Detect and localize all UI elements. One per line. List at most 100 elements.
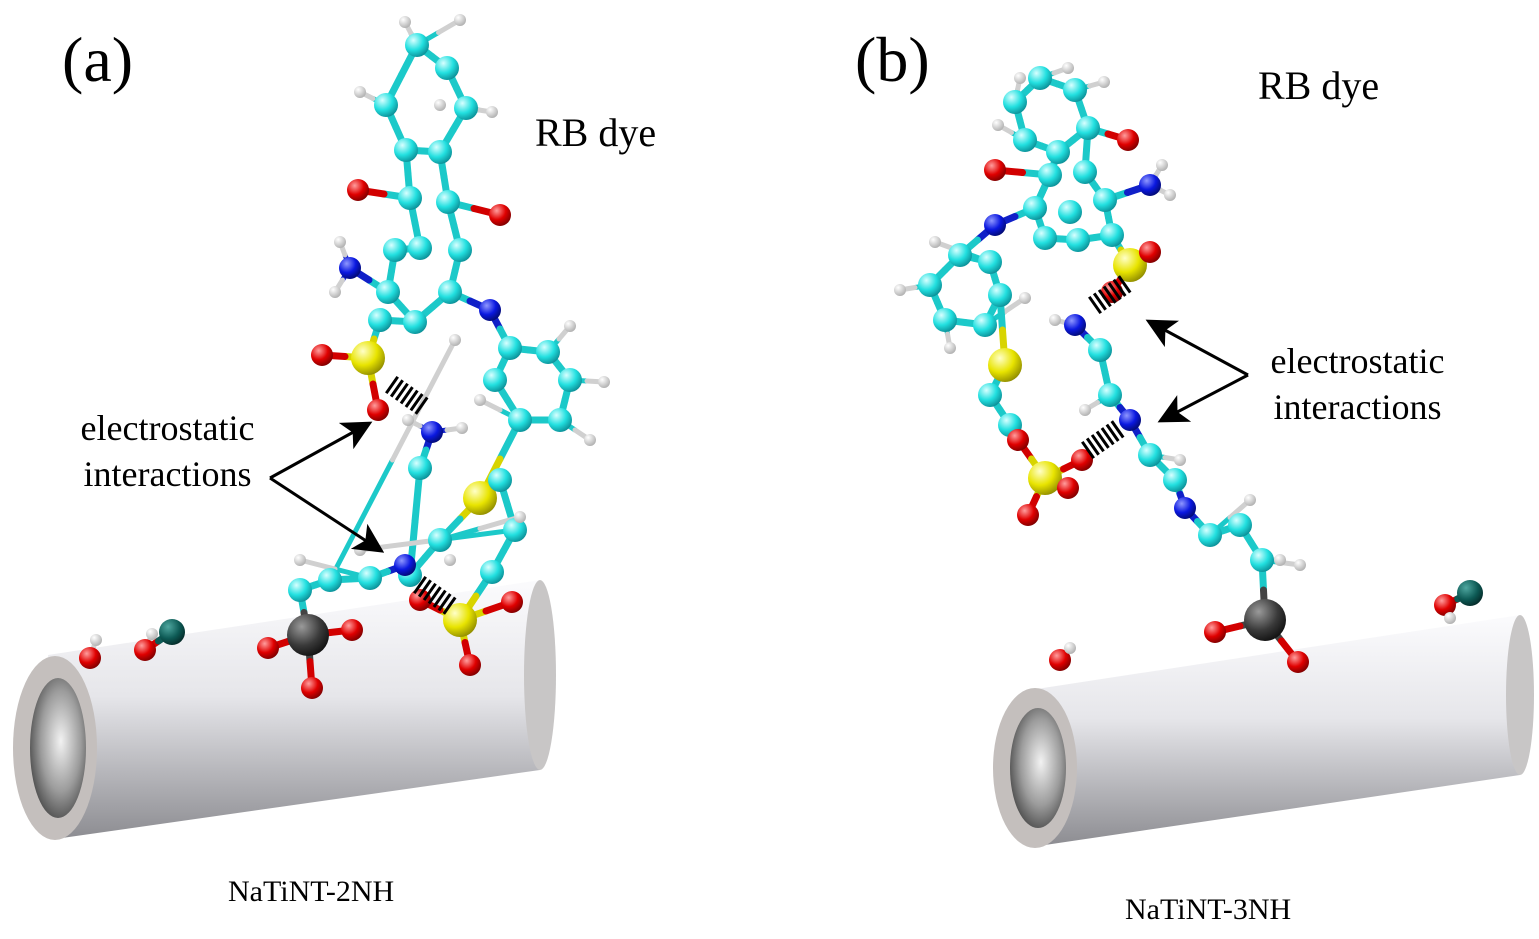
sulfur-atom [1028, 461, 1062, 495]
sulfur-atom [463, 481, 497, 515]
carbon-atom [376, 280, 400, 304]
carbon-atom [1003, 90, 1027, 114]
panel-b-nanotube [993, 615, 1534, 848]
hydrogen-atom [486, 106, 498, 118]
nitrogen-atom [394, 554, 416, 576]
carbon-atom [536, 340, 560, 364]
oxygen-atom [1204, 621, 1226, 643]
hatched-dashes-icon [422, 582, 437, 601]
hydrogen-atom [449, 334, 461, 346]
hatched-dashes-icon [417, 579, 432, 598]
carbon-atom [318, 568, 342, 592]
oxygen-atom [341, 619, 363, 641]
carbon-atom [988, 283, 1012, 307]
carbon-atom [408, 456, 432, 480]
silicon-atom [1244, 599, 1286, 641]
carbon-atom [1093, 188, 1117, 212]
nitrogen-atom [339, 257, 361, 279]
carbon-atom [1100, 223, 1124, 247]
hydrogen-atom [444, 554, 456, 566]
oxygen-atom [347, 179, 369, 201]
bond [327, 457, 395, 583]
hydrogen-atom [564, 320, 576, 332]
carbon-atom [374, 93, 398, 117]
panel-b-tube-label: NaTiNT-3NH [1125, 893, 1292, 926]
panel-a-arrows [269, 421, 385, 553]
carbon-atom [405, 33, 429, 57]
nitrogen-atom [421, 421, 443, 443]
hydrogen-atom [294, 554, 306, 566]
panel-a-tube-label: NaTiNT-2NH [228, 875, 395, 908]
carbon-atom [973, 313, 997, 337]
carbon-atom [1163, 468, 1187, 492]
panel-b-dye-label: RB dye [1258, 63, 1380, 108]
hydrogen-atom [456, 422, 468, 434]
oxygen-atom [1071, 449, 1093, 471]
carbon-atom [394, 138, 418, 162]
sodium-atom [1457, 580, 1483, 606]
panel-b-interaction-line2: interactions [1273, 387, 1442, 427]
hydrogen-atom [354, 86, 366, 98]
arrow-icon [1157, 373, 1249, 423]
carbon-atom [368, 308, 392, 332]
panel-b-molecule [894, 62, 1483, 673]
carbon-atom [918, 273, 942, 297]
hydrogen-atom [598, 376, 610, 388]
hatched-dashes-icon [432, 589, 447, 608]
hatched-dashes-icon [442, 596, 457, 615]
carbon-atom [383, 238, 407, 262]
carbon-atom [508, 408, 532, 432]
nitrogen-atom [1174, 497, 1196, 519]
oxygen-atom [134, 639, 156, 661]
hatched-dashes-icon [1095, 430, 1110, 449]
bond [297, 557, 338, 572]
carbon-atom [488, 468, 512, 492]
carbon-atom [358, 566, 382, 590]
panel-b-arrows [1145, 319, 1249, 423]
arrow-icon [269, 476, 385, 553]
sulfur-atom [351, 341, 385, 375]
hydrogen-atom [1098, 76, 1110, 88]
carbon-atom [480, 560, 504, 584]
hydrogen-atom [894, 284, 906, 296]
carbon-atom [1046, 140, 1070, 164]
oxygen-atom [1434, 594, 1456, 616]
carbon-atom [503, 518, 527, 542]
atoms [79, 14, 610, 699]
hydrogen-atom [334, 236, 346, 248]
oxygen-atom [984, 159, 1006, 181]
hydrogen-atom [1014, 72, 1026, 84]
carbon-atom [1058, 200, 1082, 224]
oxygen-atom [1049, 649, 1071, 671]
hydrogen-atom [329, 286, 341, 298]
oxygen-atom [301, 677, 323, 699]
hydrogen-atom [1049, 314, 1061, 326]
carbon-atom [483, 368, 507, 392]
panel-a-label: (a) [62, 24, 134, 95]
panel-b-label: (b) [855, 24, 930, 95]
hatched-dashes-icon [1102, 285, 1117, 304]
oxygen-atom [1139, 241, 1161, 263]
silicon-atom [287, 614, 329, 656]
sulfur-atom [1113, 248, 1147, 282]
carbon-atom [498, 336, 522, 360]
hatched-dashes-icon [1090, 434, 1105, 453]
carbon-atom [435, 56, 459, 80]
hatched-dashes-icon [1088, 295, 1102, 315]
oxygen-atom [489, 204, 511, 226]
carbon-atom [1038, 163, 1062, 187]
carbon-atom [436, 190, 460, 214]
hydrogen-atom [474, 394, 486, 406]
carbon-atom [1098, 383, 1122, 407]
panel-a-interaction-line2: interactions [83, 454, 252, 494]
carbon-atom [438, 280, 462, 304]
panel-a-dye-label: RB dye [535, 110, 657, 155]
hatched-dashes-icon [1097, 289, 1112, 308]
carbon-atom [948, 243, 972, 267]
oxygen-atom [1017, 504, 1039, 526]
hatched-dashes-icon [394, 382, 409, 401]
oxygen-atom [1117, 129, 1139, 151]
carbon-atom [548, 408, 572, 432]
hatched-dashes-icon [414, 396, 429, 415]
